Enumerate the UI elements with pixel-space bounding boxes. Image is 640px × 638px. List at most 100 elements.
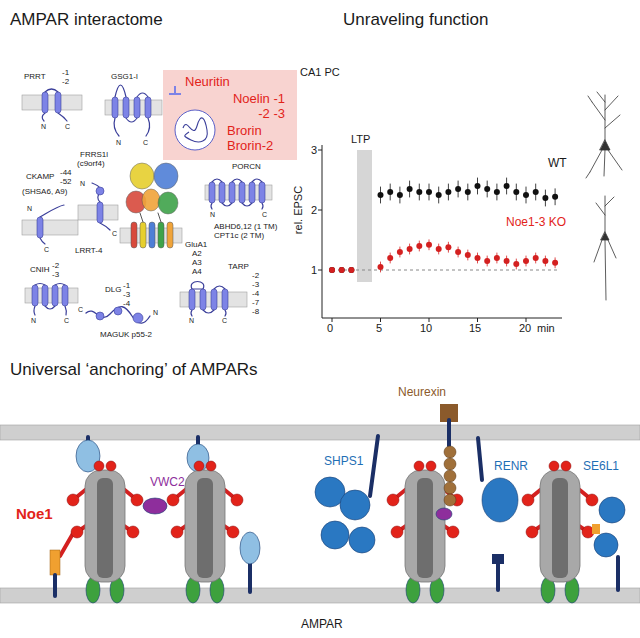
tm-helix [200, 289, 206, 310]
data-point [504, 258, 510, 264]
scaffold-domain [114, 307, 122, 315]
protein-alias: (c9orf4) [77, 159, 105, 168]
tm-helix [32, 285, 38, 306]
data-point [348, 267, 354, 273]
label-holder: CKAMP [26, 172, 54, 181]
neurexin-domain [444, 494, 456, 506]
isoform-number: -2 [62, 77, 69, 86]
baseline [332, 270, 560, 271]
receptor-helix [167, 222, 173, 248]
noelin-domain [127, 526, 139, 538]
label-holder: Noe1-3 KO [506, 216, 566, 230]
ampar-body [540, 470, 580, 582]
data-point [426, 242, 432, 248]
isoform-number: -2 [52, 261, 59, 270]
neurexin-domain [444, 482, 456, 494]
protein-loop [45, 89, 58, 92]
protein-tail [114, 118, 119, 136]
data-point [416, 243, 422, 249]
protein-tail [40, 238, 45, 244]
label-holder: -3 [252, 280, 259, 289]
data-point [494, 189, 500, 195]
label-holder: Neurexin [398, 386, 446, 400]
adhesion-protein [187, 444, 209, 472]
tm-helix [55, 92, 61, 113]
protein-name: TARP [228, 262, 249, 271]
noelin-domain [586, 494, 598, 506]
anchor-stem [53, 575, 57, 596]
protein-name: FRRS1l [80, 150, 108, 159]
anchor-stem [616, 557, 620, 590]
label-holder: AMPAR [301, 618, 343, 632]
protein-name: Neuritin [185, 75, 297, 90]
protein-name: CNIH [30, 265, 50, 274]
tm-helix [112, 97, 118, 118]
isoform-number: -44 [60, 168, 72, 177]
terminus-mark: N [153, 309, 158, 317]
protein-name: Neurexin [398, 386, 446, 400]
gpi-anchor [50, 550, 60, 575]
label-holder: A3 [192, 258, 202, 267]
label-holder: -1 [123, 281, 130, 290]
tm-helix [211, 289, 217, 310]
label-holder: N [210, 211, 215, 219]
noelin-domain [526, 526, 538, 538]
data-point [339, 267, 345, 273]
label-holder: -3 [52, 270, 59, 279]
protein-tail [100, 223, 110, 230]
data-point [416, 189, 422, 195]
label-holder: C [262, 211, 267, 219]
neuron-dendrite [605, 197, 614, 206]
label-holder: -2 [62, 77, 69, 86]
label-holder: C [78, 306, 83, 314]
noelin-domain [561, 461, 571, 471]
label-holder: C [44, 246, 49, 254]
axis-tick-mark [318, 270, 322, 271]
scaffold-chain [86, 307, 150, 323]
protein-name: PRRT [24, 72, 46, 81]
noelin-domain [549, 461, 559, 471]
protein-name: SHPS1 [324, 455, 363, 469]
protein-tail [262, 203, 263, 209]
neuron-dendrite [605, 240, 606, 300]
axis-tick: 15 [469, 322, 481, 335]
label-holder: C [64, 317, 69, 325]
data-point [445, 244, 451, 250]
shps1-domain [349, 527, 375, 553]
gpi-anchor [169, 86, 181, 94]
renr-domain [482, 478, 518, 522]
data-point [494, 255, 500, 261]
label-holder: A2 [192, 249, 202, 258]
complex-name: AMPAR [301, 618, 343, 632]
noelin-domain [522, 494, 534, 506]
data-point [436, 246, 442, 252]
data-point [475, 183, 481, 189]
data-point [378, 192, 384, 198]
data-point [397, 249, 403, 255]
label-holder: -3 [123, 290, 130, 299]
scaffold-domain [96, 312, 104, 320]
tm-helix [62, 285, 68, 306]
protein-group-box: NeuritinNoelin -1 -2 -3Brorin Brorin-2 [163, 70, 297, 160]
noelin-domain [194, 461, 204, 471]
label-holder: PORCN [232, 162, 261, 171]
label-holder: C [112, 230, 117, 238]
shps1-domain [340, 490, 370, 520]
receptor-linker [140, 213, 161, 222]
terminus-mark: C [65, 123, 70, 131]
label-holder: min [537, 322, 555, 335]
data-point [523, 192, 529, 198]
label-holder: MAGUK p55-2 [100, 330, 152, 339]
protein-name: RENR [494, 460, 528, 474]
label-holder: -44 [60, 168, 72, 177]
noelin-domain [426, 461, 436, 471]
subunit-name: A4 [192, 267, 202, 276]
label-holder: N [41, 123, 46, 131]
protein-tail [191, 310, 192, 316]
protein-loop [212, 179, 222, 182]
label-holder: -4 [123, 299, 130, 308]
noelin-domain [227, 526, 239, 538]
protein-loop [232, 179, 242, 182]
terminus-mark: C [64, 317, 69, 325]
protein-name: ABHD6,12 (1 TM) [214, 222, 277, 231]
